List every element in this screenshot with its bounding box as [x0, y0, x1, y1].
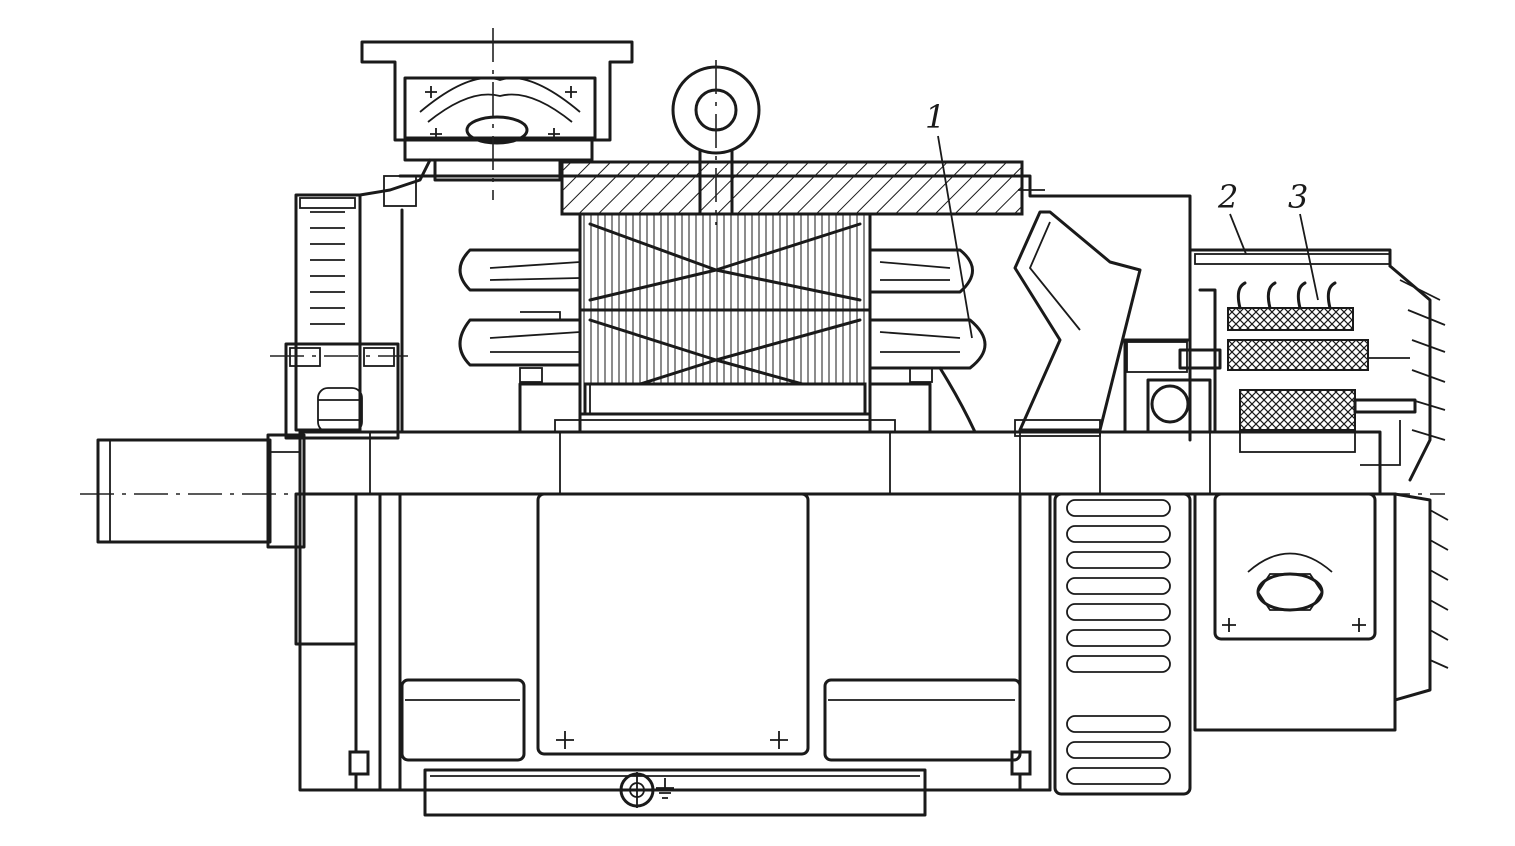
callout-3: 3 [1288, 178, 1319, 301]
callout-2: 2 [1217, 178, 1247, 255]
shaft-extension [96, 433, 306, 549]
left-bearing [270, 342, 408, 440]
rotor-core-lower [518, 382, 932, 434]
ventilation-grille [1053, 492, 1192, 796]
right-winding-overhang [868, 248, 987, 434]
right-bearing [1123, 338, 1212, 434]
left-winding-overhang [458, 248, 582, 383]
feet [423, 768, 927, 817]
end-cover-exterior [1193, 492, 1449, 732]
ground-terminal [619, 772, 674, 808]
callout-2-label: 2 [1217, 178, 1238, 216]
stator-side-panels [400, 492, 1022, 762]
rotor-shaft [298, 430, 1382, 496]
callout-1-label: 1 [925, 98, 945, 136]
terminal-box [360, 28, 634, 200]
end-cover-housing [1188, 248, 1446, 482]
lower-exterior-body [294, 492, 1052, 792]
callout-3-label: 3 [1288, 178, 1308, 216]
callout-1: 1 [925, 98, 973, 339]
internal-fan [1013, 210, 1142, 437]
left-end-shield [294, 158, 432, 432]
lifting-eye [671, 60, 761, 225]
brush-assembly [1178, 281, 1417, 466]
stator-core [578, 212, 872, 416]
